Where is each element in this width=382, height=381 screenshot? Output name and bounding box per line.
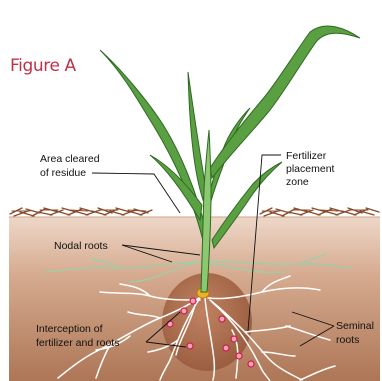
fertilizer-zone-line-2: placement <box>286 163 335 175</box>
interception-line-1: Interception of <box>36 323 103 335</box>
seminal-roots-line-1: Seminal <box>336 320 374 332</box>
figure-title: Figure A <box>10 56 77 76</box>
area-cleared-line-2: of residue <box>40 167 86 179</box>
fertilizer-zone-line-3: zone <box>286 176 309 188</box>
nodal-roots-text: Nodal roots <box>54 240 108 252</box>
area-cleared-line-1: Area cleared <box>40 153 100 165</box>
fertilizer-zone-line-1: Fertilizer <box>286 150 327 162</box>
interception-line-2: fertilizer and roots <box>36 337 119 349</box>
seminal-roots-line-2: roots <box>336 334 359 346</box>
